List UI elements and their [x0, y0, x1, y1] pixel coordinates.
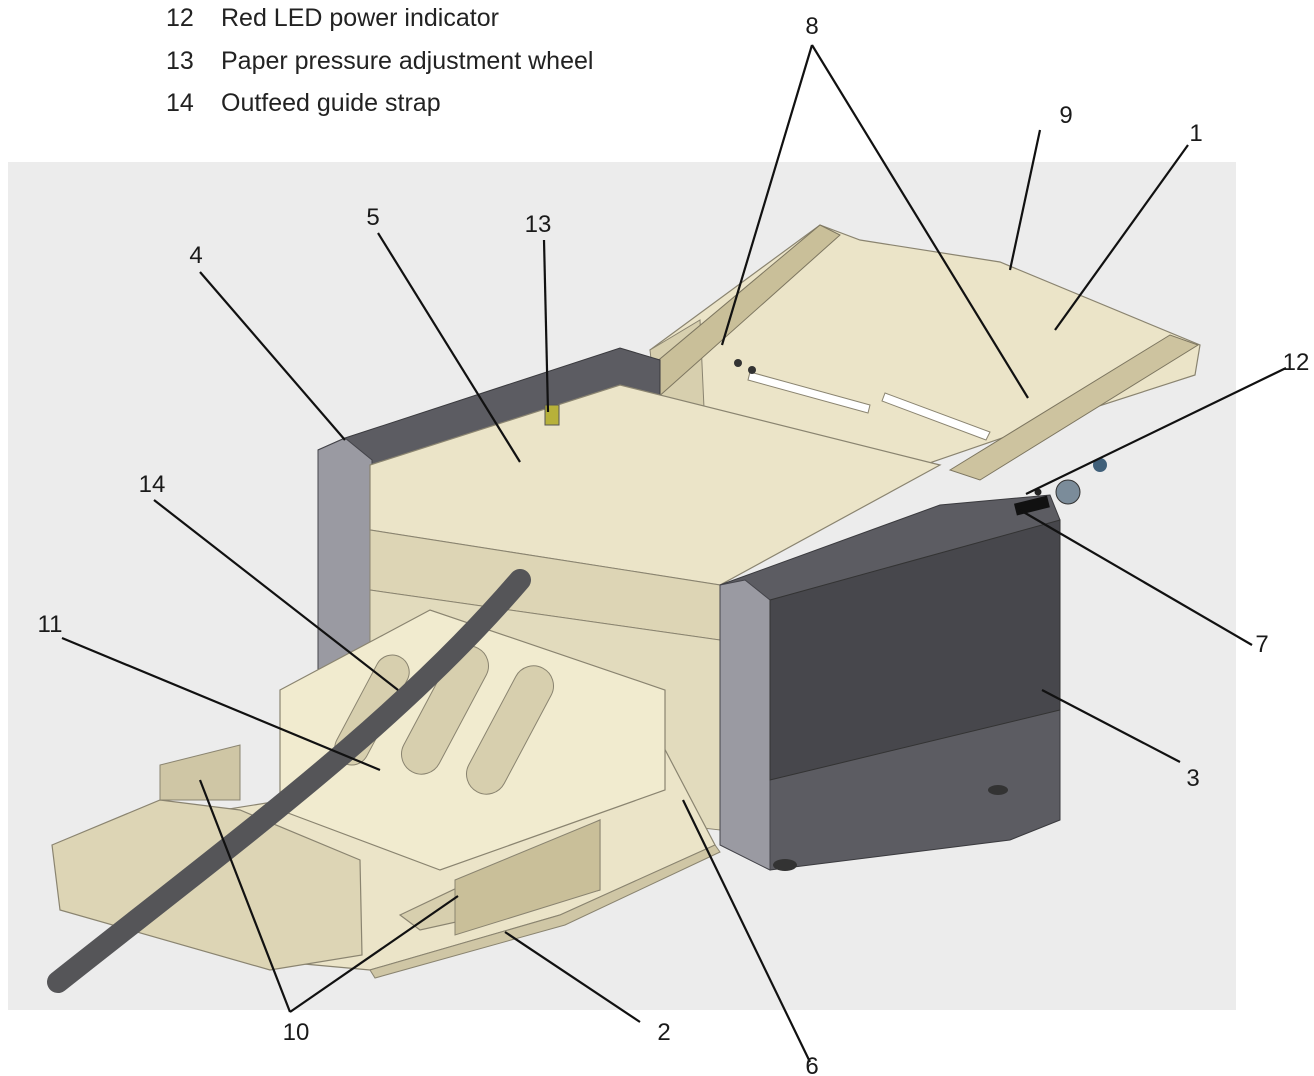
leader-6: [682, 799, 811, 1063]
callout-3: 3: [1186, 765, 1199, 792]
leader-2: [504, 931, 641, 1023]
callout-14: 14: [139, 471, 166, 498]
top-cover: [369, 384, 942, 586]
callout-5: 5: [366, 204, 379, 231]
callout-9: 9: [1059, 102, 1072, 129]
legend-number: 14: [166, 89, 194, 117]
legend-label: Paper pressure adjustment wheel: [221, 47, 594, 75]
leader-9: [1008, 129, 1042, 271]
leader-7: [1019, 509, 1253, 646]
leader-11: [61, 636, 381, 772]
legend-item-14: 14 Outfeed guide strap: [166, 89, 441, 119]
callout-8: 8: [805, 13, 818, 40]
leader-8b: [811, 44, 1029, 399]
adjustment-knob: [1093, 458, 1107, 472]
leader-10a: [198, 779, 292, 1013]
leader-lines: [61, 44, 1287, 1063]
legend-number: 12: [166, 4, 194, 32]
fold-plate-slot: [401, 645, 489, 775]
leader-4: [199, 271, 346, 441]
leader-14: [153, 499, 399, 691]
leader-12: [1025, 367, 1287, 495]
legend-item-13: 13 Paper pressure adjustment wheel: [166, 47, 593, 77]
outfeed-guide-strap: [47, 569, 531, 993]
leader-3: [1041, 689, 1181, 763]
callout-11: 11: [38, 611, 63, 638]
legend-item-12: 12 Red LED power indicator: [166, 4, 499, 34]
callout-6: 6: [805, 1053, 818, 1076]
right-housing-panel: [769, 519, 1061, 781]
leader-1: [1054, 144, 1189, 331]
foot: [773, 859, 797, 871]
right-housing-edge: [719, 579, 771, 871]
tray-screw: [734, 359, 742, 367]
callout-1: 1: [1189, 120, 1202, 147]
callout-12: 12: [1283, 349, 1310, 376]
legend-number: 13: [166, 47, 194, 75]
tray-slot: [747, 371, 871, 414]
fold-plate-slot: [466, 665, 554, 795]
paper-stop-left-wall: [159, 744, 241, 801]
side-guide-right: [948, 334, 1200, 481]
leader-13: [542, 239, 550, 413]
legend-label: Outfeed guide strap: [221, 89, 441, 117]
callout-7: 7: [1255, 631, 1268, 658]
tray-slot: [881, 392, 991, 441]
callout-13: 13: [525, 211, 552, 238]
receiving-tray-lip: [369, 844, 721, 979]
legend-label: Red LED power indicator: [221, 4, 499, 32]
foot: [988, 785, 1008, 795]
callout-4: 4: [189, 242, 202, 269]
leader-10b: [289, 895, 459, 1013]
leader-8a: [720, 44, 814, 346]
callout-labels: 1 2 3 4 5 6 7 8 9 10 11 12 13 14: [38, 13, 1310, 1076]
callout-2: 2: [657, 1019, 670, 1046]
tray-screw: [748, 366, 756, 374]
callout-10: 10: [283, 1019, 310, 1046]
adjustment-knob: [1055, 479, 1081, 505]
paper-stop-right-face: [454, 819, 601, 936]
leader-5: [377, 232, 521, 463]
